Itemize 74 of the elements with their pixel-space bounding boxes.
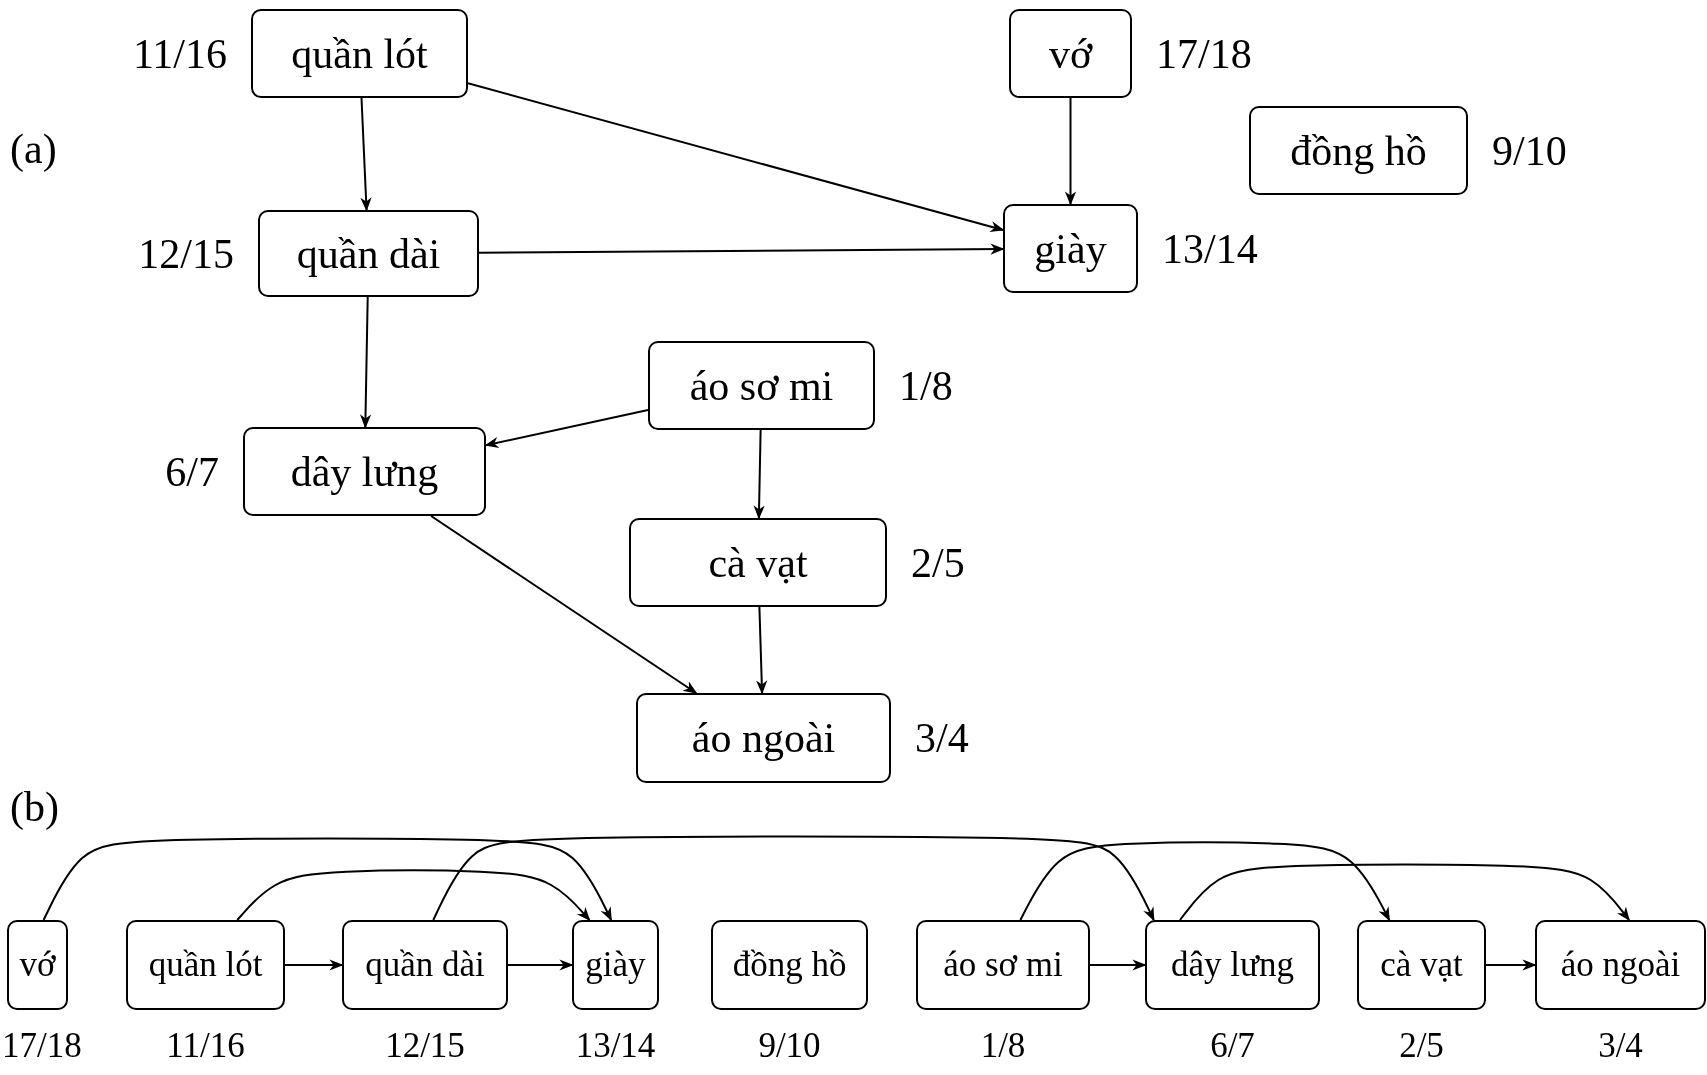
- arrow: [467, 82, 1005, 233]
- time-label: 17/18: [1156, 32, 1252, 75]
- arrow: [1064, 97, 1077, 206]
- time-label: 6/7: [1210, 1028, 1255, 1063]
- node-box: [1357, 920, 1486, 1010]
- node-label: vớ: [1048, 29, 1093, 78]
- arrow: [360, 97, 372, 212]
- node-label: áo ngoài: [691, 714, 836, 762]
- arrow: [430, 515, 698, 694]
- node-box: [1009, 9, 1132, 98]
- arrow: [1019, 841, 1391, 922]
- arrow: [756, 606, 768, 695]
- node-box: [1249, 106, 1468, 195]
- time-label: 2/5: [1399, 1028, 1444, 1063]
- node-box: [1003, 204, 1138, 293]
- arrow: [478, 243, 1005, 255]
- node-label: cà vạt: [1380, 945, 1463, 985]
- node-label: đồng hồ: [1290, 126, 1427, 175]
- time-label: 13/14: [575, 1028, 656, 1063]
- part-label: (a): [10, 128, 57, 170]
- node-box: [916, 920, 1090, 1010]
- node-box: [629, 518, 887, 607]
- arrow: [42, 837, 613, 922]
- node-label: quần dài: [365, 945, 485, 985]
- arrow: [359, 296, 372, 429]
- time-label: 13/14: [1162, 227, 1258, 270]
- arrow: [484, 409, 649, 448]
- node-label: giày: [1034, 224, 1107, 273]
- node-label: cà vạt: [708, 538, 808, 587]
- arrow: [284, 959, 344, 971]
- node-box: [7, 920, 68, 1010]
- node-box: [1535, 920, 1706, 1010]
- time-label: 11/16: [166, 1028, 245, 1063]
- node-box: [572, 920, 659, 1010]
- node-label: quần lót: [148, 945, 263, 985]
- time-label: 3/4: [1598, 1028, 1643, 1063]
- time-label: 6/7: [165, 450, 219, 493]
- node-box: [243, 427, 486, 516]
- time-label: 9/10: [758, 1028, 821, 1063]
- time-label: 12/15: [385, 1028, 465, 1063]
- arrow: [1179, 863, 1631, 922]
- node-box: [258, 210, 479, 297]
- node-label: dây lưng: [290, 447, 439, 496]
- time-label: 17/18: [2, 1028, 82, 1063]
- node-label: áo sơ mi: [943, 945, 1063, 985]
- arrow: [432, 835, 1155, 922]
- time-label: 12/15: [138, 232, 234, 275]
- time-label: 1/8: [899, 364, 953, 407]
- node-box: [126, 920, 285, 1010]
- part-label: (b): [10, 786, 59, 828]
- time-label: 9/10: [1492, 129, 1567, 172]
- time-label: 1/8: [980, 1028, 1026, 1063]
- arrow: [507, 959, 574, 971]
- arrow: [1485, 959, 1537, 971]
- node-box: [251, 9, 468, 98]
- node-label: dây lưng: [1171, 945, 1294, 985]
- node-label: giày: [585, 945, 646, 985]
- arrow: [236, 869, 591, 922]
- node-box: [1145, 920, 1320, 1010]
- arrow: [1089, 959, 1147, 971]
- node-box: [636, 693, 891, 783]
- node-box: [342, 920, 508, 1010]
- node-label: áo sơ mi: [689, 361, 834, 410]
- arrow: [753, 429, 765, 520]
- node-box: [648, 341, 875, 430]
- node-label: quần lót: [291, 29, 428, 78]
- node-label: đồng hồ: [732, 945, 847, 985]
- node-label: quần dài: [296, 229, 441, 278]
- node-label: áo ngoài: [1560, 945, 1681, 985]
- node-box: [711, 920, 868, 1010]
- time-label: 2/5: [911, 541, 965, 584]
- time-label: 3/4: [915, 717, 969, 759]
- time-label: 11/16: [132, 32, 227, 75]
- node-label: vớ: [19, 945, 56, 985]
